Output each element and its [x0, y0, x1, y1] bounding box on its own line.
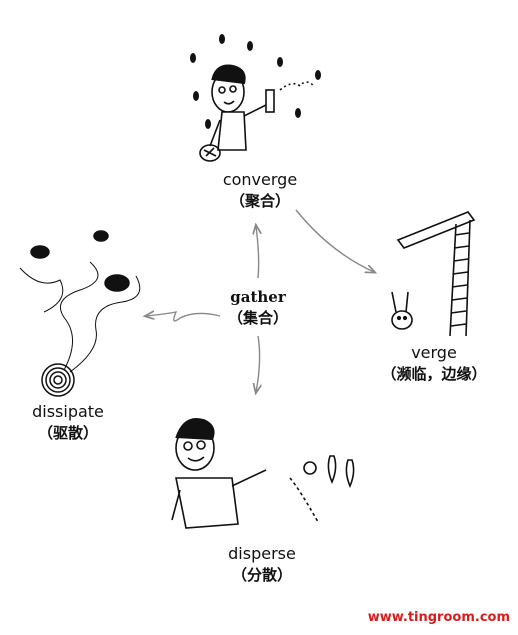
disperse-word: disperse — [228, 544, 296, 563]
watermark: www.tingroom.com — [367, 610, 510, 625]
verge-illustration — [391, 211, 476, 337]
verge-word: verge — [411, 343, 457, 362]
arrow-converge-to-verge — [295, 209, 374, 272]
arrow-to-disperse — [256, 335, 260, 392]
dissipate-word: dissipate — [32, 402, 104, 421]
arrow-to-dissipate — [146, 312, 221, 322]
dissipate-label: dissipate （驱散） — [8, 402, 128, 442]
gather-meaning: （集合） — [227, 309, 288, 327]
converge-word: converge — [222, 170, 298, 189]
converge-illustration — [199, 64, 315, 162]
dissipate-meaning: （驱散） — [37, 424, 98, 443]
gather-word: gather — [230, 288, 286, 306]
disperse-illustration — [171, 418, 355, 529]
converge-label: converge （聚合） — [200, 170, 320, 210]
disperse-meaning: （分散） — [231, 566, 292, 585]
dissipate-illustration — [19, 230, 141, 397]
verge-label: verge （濒临，边缘） — [364, 343, 504, 383]
gather-center-label: gather （集合） — [208, 288, 308, 327]
arrow-to-converge — [256, 226, 259, 279]
converge-meaning: （聚合） — [229, 192, 290, 211]
fly-icons — [190, 34, 321, 129]
disperse-label: disperse （分散） — [202, 544, 322, 584]
verge-meaning: （濒临，边缘） — [381, 365, 487, 384]
